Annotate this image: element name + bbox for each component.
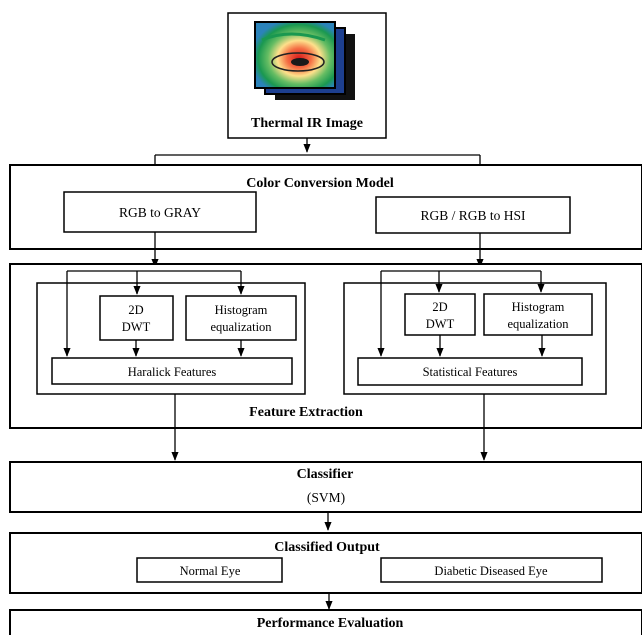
classifier-panel xyxy=(9,461,642,513)
normal-eye-box xyxy=(136,557,283,583)
haralick-features-label: Haralick Features xyxy=(128,365,217,379)
rgb-to-hsi-box xyxy=(375,196,571,234)
right-hist-label-1: Histogram xyxy=(512,300,565,314)
statistical-features-label: Statistical Features xyxy=(423,365,518,379)
thermal-image-label: Thermal IR Image xyxy=(251,116,363,131)
performance-evaluation-title: Performance Evaluation xyxy=(257,616,404,631)
right-dwt-label-1: 2D xyxy=(432,300,447,314)
right-hist-box xyxy=(483,293,593,336)
right-dwt-label-2: DWT xyxy=(426,317,455,331)
classified-output-title: Classified Output xyxy=(274,540,380,555)
thermal-image xyxy=(254,21,355,100)
right-dwt-box xyxy=(404,293,476,336)
classifier-title: Classifier xyxy=(297,467,354,482)
left-hist-box xyxy=(185,295,297,341)
rgb-to-gray-label: RGB to GRAY xyxy=(119,205,201,220)
classifier-subtitle: (SVM) xyxy=(307,490,345,505)
color-conversion-title: Color Conversion Model xyxy=(246,176,394,191)
rgb-to-hsi-label: RGB / RGB to HSI xyxy=(420,208,526,223)
normal-eye-label: Normal Eye xyxy=(180,564,241,578)
rgb-to-gray-box xyxy=(63,191,257,233)
left-dwt-label-1: 2D xyxy=(128,303,143,317)
statistical-features-box xyxy=(357,357,583,386)
left-hist-label-2: equalization xyxy=(210,320,272,334)
left-dwt-box xyxy=(99,295,174,341)
left-dwt-label-2: DWT xyxy=(122,320,151,334)
feature-extraction-title: Feature Extraction xyxy=(249,405,363,420)
performance-evaluation-panel xyxy=(9,609,642,635)
left-hist-label-1: Histogram xyxy=(215,303,268,317)
right-hist-label-2: equalization xyxy=(507,317,569,331)
diabetic-eye-label: Diabetic Diseased Eye xyxy=(434,564,548,578)
diabetic-eye-box xyxy=(380,557,603,583)
haralick-features-box xyxy=(51,357,293,385)
